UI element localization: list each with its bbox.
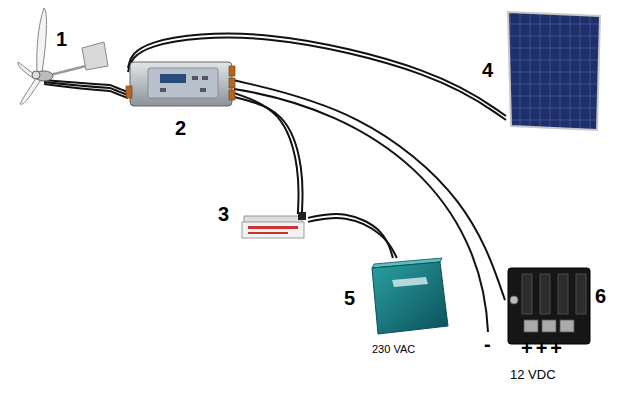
controller-display [160, 74, 186, 83]
wire-connector [234, 93, 303, 214]
controller-body [130, 62, 232, 106]
terminal-label: - [484, 334, 491, 354]
device-node: 3 [240, 214, 308, 242]
turbine-hub [32, 71, 40, 79]
fuse-slot [522, 274, 532, 314]
battery-terminal [298, 212, 306, 220]
device-node: 4 [506, 10, 602, 132]
turbine-blade [20, 78, 41, 104]
battery-stripe [248, 232, 288, 234]
device-node: 6 [505, 264, 593, 348]
controller-terminal [126, 86, 132, 98]
fuse-output-terminal [524, 320, 538, 332]
wire-path [128, 38, 506, 120]
callout-number: 1 [56, 29, 67, 49]
callout-number: 4 [482, 60, 493, 80]
fuse-box-body [508, 268, 590, 344]
fuse-slot [558, 274, 568, 314]
inverter-badge [392, 277, 428, 287]
device-node: 5 [368, 258, 452, 336]
inverter [372, 258, 448, 334]
solar-cells [508, 12, 600, 130]
controller-terminal [229, 66, 235, 76]
turbine-cable [44, 84, 110, 91]
callout-number: 2 [175, 118, 186, 138]
fuse-slot [576, 274, 586, 314]
wire-connector [128, 34, 506, 120]
charge-controller [126, 62, 235, 106]
inverter-body [372, 262, 448, 334]
terminal-label: 12 VDC [510, 368, 556, 381]
battery-case [242, 222, 304, 238]
battery-stripe [248, 226, 298, 229]
fuse-output-terminal [560, 320, 574, 332]
controller-button [160, 88, 166, 92]
wire-path [234, 93, 299, 214]
terminal-label: +++ [521, 338, 565, 358]
callout-number: 6 [595, 286, 606, 306]
wire-connector [234, 80, 505, 300]
tail-fin [82, 42, 108, 70]
solar-panel [508, 12, 600, 130]
terminal-label: 230 VAC [372, 344, 415, 355]
callout-number: 5 [344, 288, 355, 308]
wind-turbine [18, 8, 110, 104]
controller-button [192, 76, 198, 80]
controller-terminal [229, 90, 235, 100]
wire-path [234, 97, 303, 214]
wire-path [234, 80, 505, 300]
device-node: 1 [15, 5, 110, 105]
wire-path [308, 218, 397, 258]
device-node: 2 [128, 60, 234, 108]
wire-connector [308, 214, 397, 258]
fuse-input-terminal [510, 296, 518, 304]
battery [242, 212, 306, 238]
controller-panel [148, 68, 218, 98]
wire-path [110, 91, 128, 98]
fuse-slot [540, 274, 550, 314]
negative-wire [234, 89, 488, 332]
controller-button [200, 88, 206, 92]
controller-button [202, 76, 208, 80]
turbine-blade [37, 8, 47, 72]
fuse-box [508, 268, 590, 344]
controller-terminal [229, 78, 235, 88]
tail-boom [50, 66, 86, 75]
callout-number: 3 [218, 204, 229, 224]
wire-connector [110, 85, 128, 98]
fuse-output-terminal [542, 320, 556, 332]
